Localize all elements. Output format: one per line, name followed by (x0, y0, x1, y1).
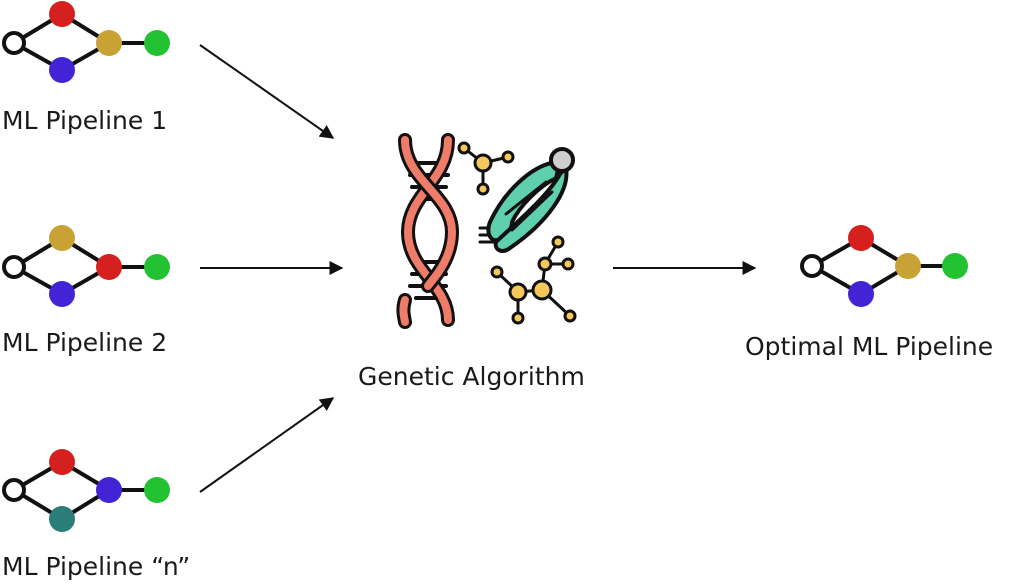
pipeline-node (144, 30, 170, 56)
pipeline-start-node (2, 255, 26, 279)
pipeline-node (49, 449, 75, 475)
pipeline-1-label: ML Pipeline 1 (2, 106, 168, 135)
pipeline-node (49, 1, 75, 27)
pipeline-n-label: ML Pipeline “n” (2, 552, 191, 581)
genetic-algorithm-label: Genetic Algorithm (358, 362, 585, 391)
pipeline-start-node (2, 478, 26, 502)
pipeline-start-node (800, 254, 824, 278)
dna-strand-front-fill (401, 136, 456, 290)
pipeline-node (144, 254, 170, 280)
dna-strand-back-fill (404, 136, 452, 324)
pipeline-2-graph (2, 225, 170, 307)
pipeline-node (144, 477, 170, 503)
dna-strand-front-lower-fill (399, 296, 409, 326)
pipeline-node (49, 225, 75, 251)
scissor-pivot (549, 147, 575, 173)
pipeline-start-node (2, 31, 26, 55)
pipeline-node (848, 225, 874, 251)
arrow-pipeline-1-to-ga (199, 44, 335, 139)
pipeline-1-graph (2, 1, 170, 83)
pipeline-n-graph (2, 449, 170, 532)
pipeline-node (49, 281, 75, 307)
pipeline-node (49, 57, 75, 83)
molecule-bottom-icon (490, 235, 577, 325)
pipeline-node (895, 253, 921, 279)
pipeline-node (942, 253, 968, 279)
optimal-pipeline-graph (800, 225, 968, 307)
pipeline-2-label: ML Pipeline 2 (2, 328, 168, 357)
pipeline-node (49, 506, 75, 532)
pipeline-node (96, 30, 122, 56)
dna-genetic-icon (396, 133, 577, 329)
arrow-pipeline-n-to-ga (199, 397, 335, 493)
pipeline-node (96, 477, 122, 503)
pipeline-node (848, 281, 874, 307)
optimal-pipeline-label: Optimal ML Pipeline (745, 332, 994, 361)
molecule-top-icon (457, 141, 515, 196)
pipeline-node (96, 254, 122, 280)
